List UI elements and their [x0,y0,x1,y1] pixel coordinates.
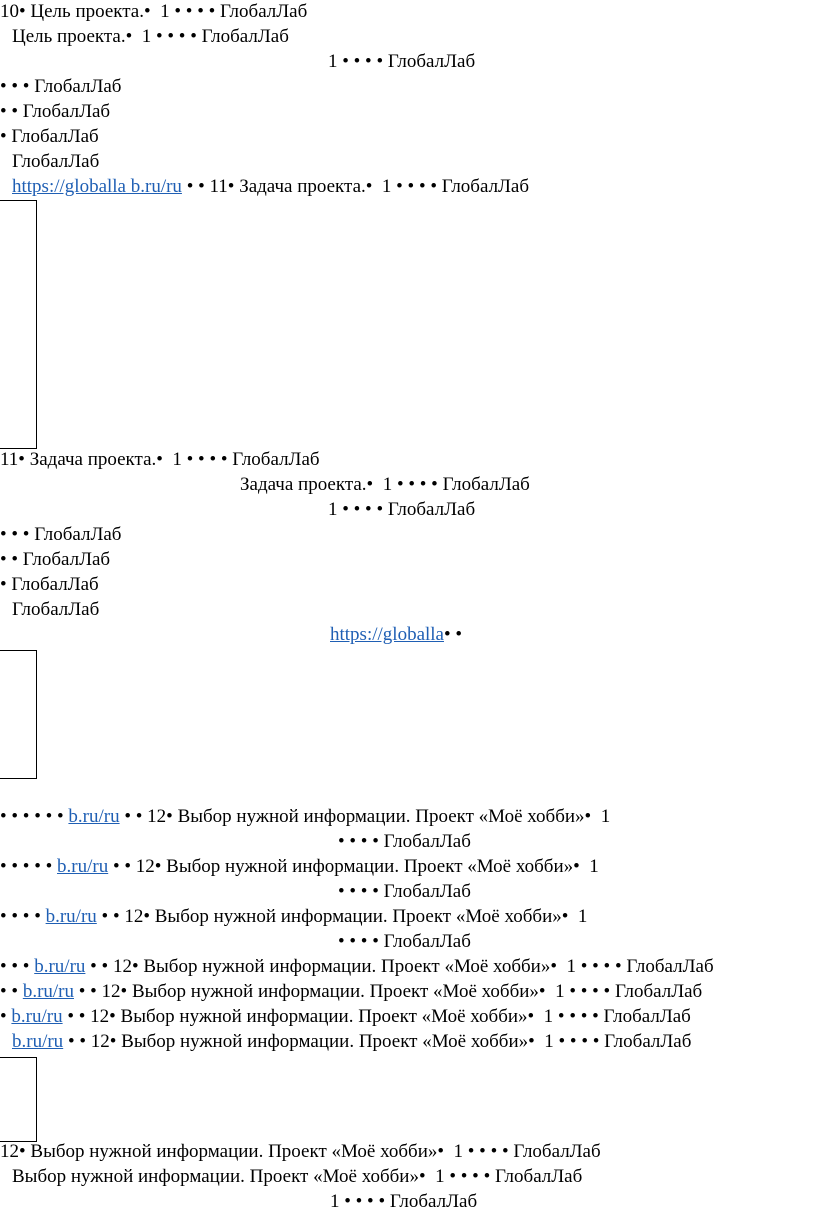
text-line: • • • • ГлобалЛаб [338,831,471,853]
text-line: 1 • • • • ГлобалЛаб [328,51,475,73]
hyperlink[interactable]: b.ru/ru [57,856,109,877]
line-text: Выбор нужной информации. Проект «Моё хоб… [12,1166,583,1187]
line-text: • • 11• Задача проекта.• 1 • • • • Глоба… [181,176,530,197]
line-text: • • ГлобалЛаб [0,101,111,122]
line-text: • • • • ГлобалЛаб [338,881,471,902]
text-line: • • ГлобалЛаб [0,101,110,123]
hyperlink[interactable]: https://globalla [330,624,444,645]
hyperlink[interactable]: b.ru/ru [45,906,97,927]
hyperlink[interactable]: b.ru/ru [11,1006,63,1027]
text-line: • • • • • b.ru/ru • • 12• Выбор нужной и… [0,856,599,878]
hyperlink[interactable]: b.ru/ru [12,1031,64,1052]
image-frame [0,200,37,449]
text-line: • • • • b.ru/ru • • 12• Выбор нужной инф… [0,906,587,928]
text-line: • ГлобалЛаб [0,126,99,148]
line-text: • • 12• Выбор нужной информации. Проект … [85,956,714,977]
text-line: • ГлобалЛаб [0,574,99,596]
line-text: • ГлобалЛаб [0,126,99,147]
line-text: • • ГлобалЛаб [0,549,111,570]
line-text: • • 12• Выбор нужной информации. Проект … [63,1031,692,1052]
text-line: ГлобалЛаб [12,151,99,173]
line-text: ГлобалЛаб [12,599,100,620]
line-text: • • • • ГлобалЛаб [338,931,471,952]
line-text: • • 12• Выбор нужной информации. Проект … [119,806,611,827]
text-line: • • • • ГлобалЛаб [338,881,471,903]
line-text: Цель проекта.• 1 • • • • ГлобалЛаб [12,26,289,47]
line-text: 1 • • • • ГлобалЛаб [328,499,476,520]
line-text: • • 12• Выбор нужной информации. Проект … [108,856,599,877]
line-text: • • • • • [0,856,58,877]
line-text: • • • ГлобалЛаб [0,76,122,97]
text-line: b.ru/ru • • 12• Выбор нужной информации.… [12,1031,691,1053]
text-line: • • ГлобалЛаб [0,549,110,571]
text-line: 12• Выбор нужной информации. Проект «Моё… [0,1141,601,1163]
text-line: ГлобалЛаб [12,599,99,621]
text-line: 1 • • • • ГлобалЛаб [330,1191,477,1213]
text-line: 1 • • • • ГлобалЛаб [328,499,475,521]
line-text: • • 12• Выбор нужной информации. Проект … [62,1006,691,1027]
text-line: • • • ГлобалЛаб [0,524,121,546]
line-text: • ГлобалЛаб [0,574,99,595]
line-text: • • 12• Выбор нужной информации. Проект … [96,906,588,927]
text-line: • • • ГлобалЛаб [0,76,121,98]
line-text: • • • • ГлобалЛаб [338,831,471,852]
line-text: • • • [0,956,35,977]
text-line: Выбор нужной информации. Проект «Моё хоб… [12,1166,582,1188]
line-text: 10• Цель проекта.• 1 • • • • ГлобалЛаб [0,1,308,22]
text-line: Задача проекта.• 1 • • • • ГлобалЛаб [240,474,530,496]
text-line: https://globalla b.ru/ru • • 11• Задача … [12,176,529,198]
hyperlink[interactable]: b.ru/ru [22,981,74,1002]
text-line: https://globalla• • [330,624,462,646]
line-text: • [0,1006,12,1027]
line-text: ГлобалЛаб [12,151,100,172]
image-frame [0,650,37,779]
text-line: 10• Цель проекта.• 1 • • • • ГлобалЛаб [0,1,307,23]
line-text: Задача проекта.• 1 • • • • ГлобалЛаб [240,474,530,495]
line-text: 11• Задача проекта.• 1 • • • • ГлобалЛаб [0,449,320,470]
text-line: Цель проекта.• 1 • • • • ГлобалЛаб [12,26,289,48]
line-text: • • [444,624,463,645]
line-text: • • • • [0,906,46,927]
hyperlink[interactable]: b.ru/ru [34,956,86,977]
hyperlink[interactable]: https://globalla b.ru/ru [12,176,182,197]
image-frame [0,1057,37,1142]
line-text: • • • ГлобалЛаб [0,524,122,545]
hyperlink[interactable]: b.ru/ru [68,806,120,827]
line-text: • • • • • • [0,806,69,827]
line-text: 1 • • • • ГлобалЛаб [330,1191,478,1212]
text-line: • • • • • • b.ru/ru • • 12• Выбор нужной… [0,806,610,828]
line-text: • • 12• Выбор нужной информации. Проект … [74,981,703,1002]
line-text: 12• Выбор нужной информации. Проект «Моё… [0,1141,601,1162]
text-line: • • b.ru/ru • • 12• Выбор нужной информа… [0,981,702,1003]
line-text: • • [0,981,23,1002]
text-line: 11• Задача проекта.• 1 • • • • ГлобалЛаб [0,449,320,471]
text-line: • • • b.ru/ru • • 12• Выбор нужной инфор… [0,956,714,978]
line-text: 1 • • • • ГлобалЛаб [328,51,476,72]
text-line: • • • • ГлобалЛаб [338,931,471,953]
text-line: • b.ru/ru • • 12• Выбор нужной информаци… [0,1006,691,1028]
